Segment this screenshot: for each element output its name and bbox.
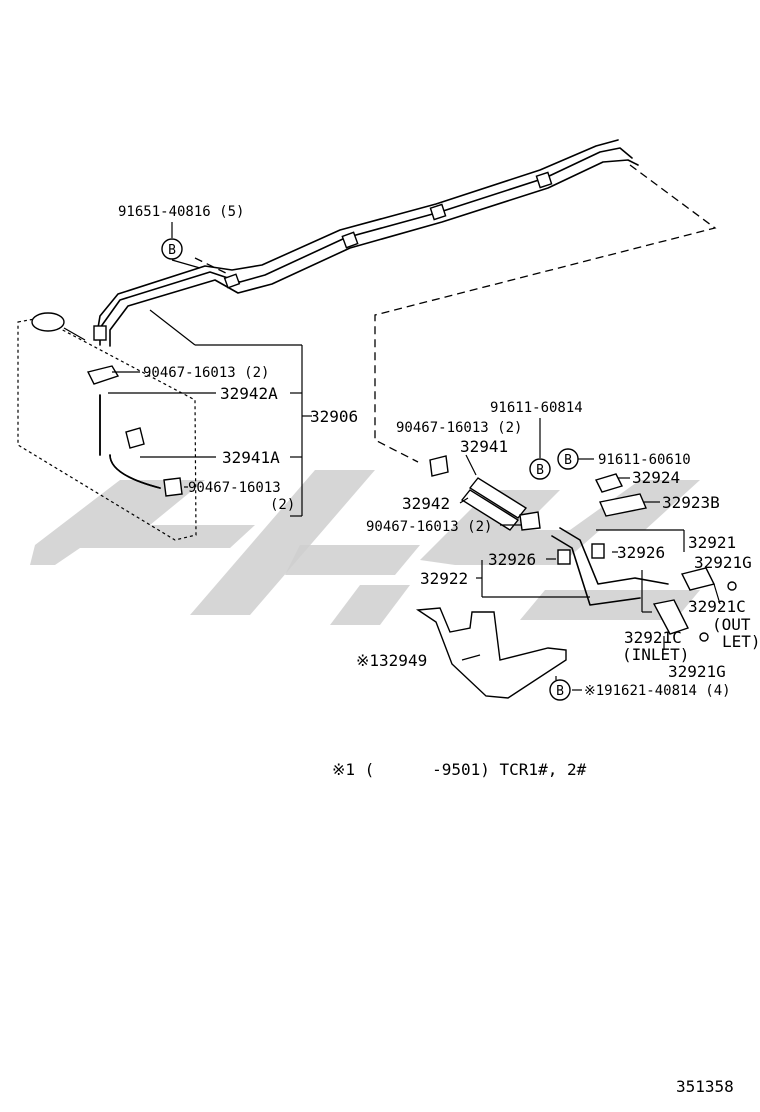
callout-32926-left: 32926 — [488, 550, 536, 569]
pipe-assembly-32906 — [93, 139, 639, 347]
left-hoses — [86, 365, 183, 497]
callout-32923B: 32923B — [662, 493, 720, 512]
callout-90467-16013-mid: 90467-16013 (2) — [396, 420, 522, 436]
callout-outlet-1: (OUT — [712, 615, 751, 634]
callout-90467-16013-top: 90467-16013 (2) — [143, 365, 269, 381]
callout-labels: 91651-40816 (5) 90467-16013 (2) 32942A 3… — [118, 204, 760, 699]
dashed-boundaries — [194, 164, 717, 463]
callout-32941: 32941 — [460, 437, 508, 456]
callout-outlet-2: LET) — [722, 632, 760, 651]
callout-32924: 32924 — [632, 468, 680, 487]
callout-91611-60610: 91611-60610 — [598, 452, 691, 468]
diagram-id: 351358 — [676, 1077, 734, 1096]
bolt-marker-top: B — [161, 238, 183, 260]
callout-90467-16013-bottom: 90467-16013 — [188, 480, 281, 496]
callout-91651-40816: 91651-40816 (5) — [118, 204, 244, 220]
footnote: ※1 ( -9501) TCR1#, 2# — [332, 760, 587, 779]
bolt-marker-bottom: B — [549, 679, 571, 701]
callout-32906: 32906 — [310, 407, 358, 426]
callout-191621-40814: ※191621-40814 (4) — [584, 683, 731, 699]
hoses-32941-32942 — [429, 455, 541, 531]
callout-90467-qty: (2) — [270, 497, 295, 513]
callout-inlet: (INLET) — [622, 645, 689, 664]
callout-91611-60814: 91611-60814 — [490, 400, 583, 416]
callout-32941A: 32941A — [222, 448, 280, 467]
callout-32942: 32942 — [402, 494, 450, 513]
callout-32921: 32921 — [688, 533, 736, 552]
svg-text:B: B — [556, 684, 564, 699]
bolt-marker-right: B — [557, 448, 579, 470]
callout-32921C-left: 32921C — [624, 628, 682, 647]
svg-text:B: B — [168, 243, 176, 258]
callout-132949: ※132949 — [356, 651, 427, 670]
callout-90467-16013-low: 90467-16013 (2) — [366, 519, 492, 535]
callout-32921G-top: 32921G — [694, 553, 752, 572]
bracket-32949 — [415, 607, 567, 699]
callout-32922: 32922 — [420, 569, 468, 588]
cooler-unit — [17, 312, 197, 541]
svg-text:B: B — [564, 453, 572, 468]
bolt-markers: B B B B — [161, 238, 579, 701]
callout-32926-right: 32926 — [617, 543, 665, 562]
callout-32921C-right: 32921C — [688, 597, 746, 616]
callout-32921G-bottom: 32921G — [668, 662, 726, 681]
svg-text:B: B — [536, 463, 544, 478]
leader-lines — [108, 222, 721, 691]
callout-32942A: 32942A — [220, 384, 278, 403]
pipe-assembly-32921 — [551, 473, 737, 642]
bolt-marker-mid: B — [529, 458, 551, 480]
